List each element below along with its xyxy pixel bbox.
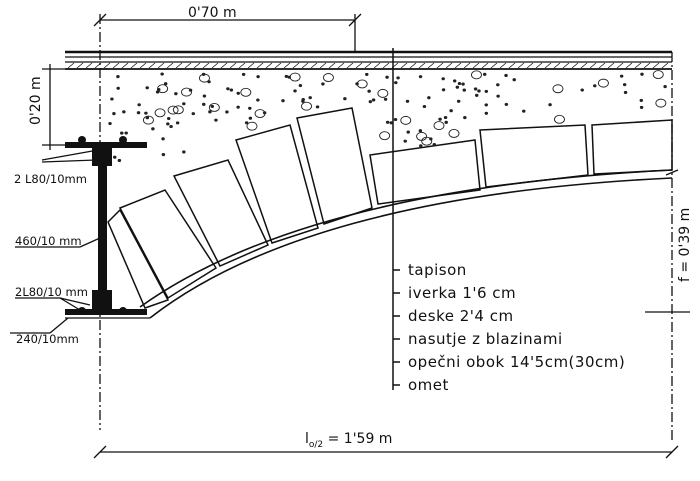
dim-half-span-symbol: l bbox=[305, 431, 309, 447]
board-hatch bbox=[67, 62, 669, 69]
layer-label: iverka 1'6 cm bbox=[408, 284, 517, 302]
dim-half-span-subscript: o/2 bbox=[308, 439, 324, 450]
label-web: 460/10 mm bbox=[15, 234, 82, 248]
label-bottom-flange: 240/10mm bbox=[16, 332, 79, 346]
dim-half-span-value: = 1'59 m bbox=[323, 431, 393, 447]
layer-label: opečni obok 14'5cm(30cm) bbox=[408, 353, 626, 371]
label-top-angles: 2 L80/10mm bbox=[14, 172, 87, 186]
dim-width-top: 0'70 m bbox=[188, 5, 237, 21]
dim-rise: f = 0'39 m bbox=[677, 207, 693, 282]
aggregate-fill bbox=[108, 70, 667, 163]
layer-label: tapison bbox=[408, 261, 467, 279]
arch-extrados bbox=[139, 169, 673, 308]
arch-intrados bbox=[149, 177, 673, 319]
dim-half-span: lo/2 = 1'59 m bbox=[305, 432, 392, 450]
steel-i-beam bbox=[65, 136, 147, 315]
label-bottom-angles: 2L80/10 mm bbox=[15, 285, 88, 299]
brick-courses bbox=[107, 107, 673, 309]
layer-label: omet bbox=[408, 376, 449, 394]
layer-label: nasutje z blazinami bbox=[408, 330, 563, 348]
layer-label: deske 2'4 cm bbox=[408, 307, 514, 325]
dim-fill-height: 0'20 m bbox=[28, 76, 44, 125]
